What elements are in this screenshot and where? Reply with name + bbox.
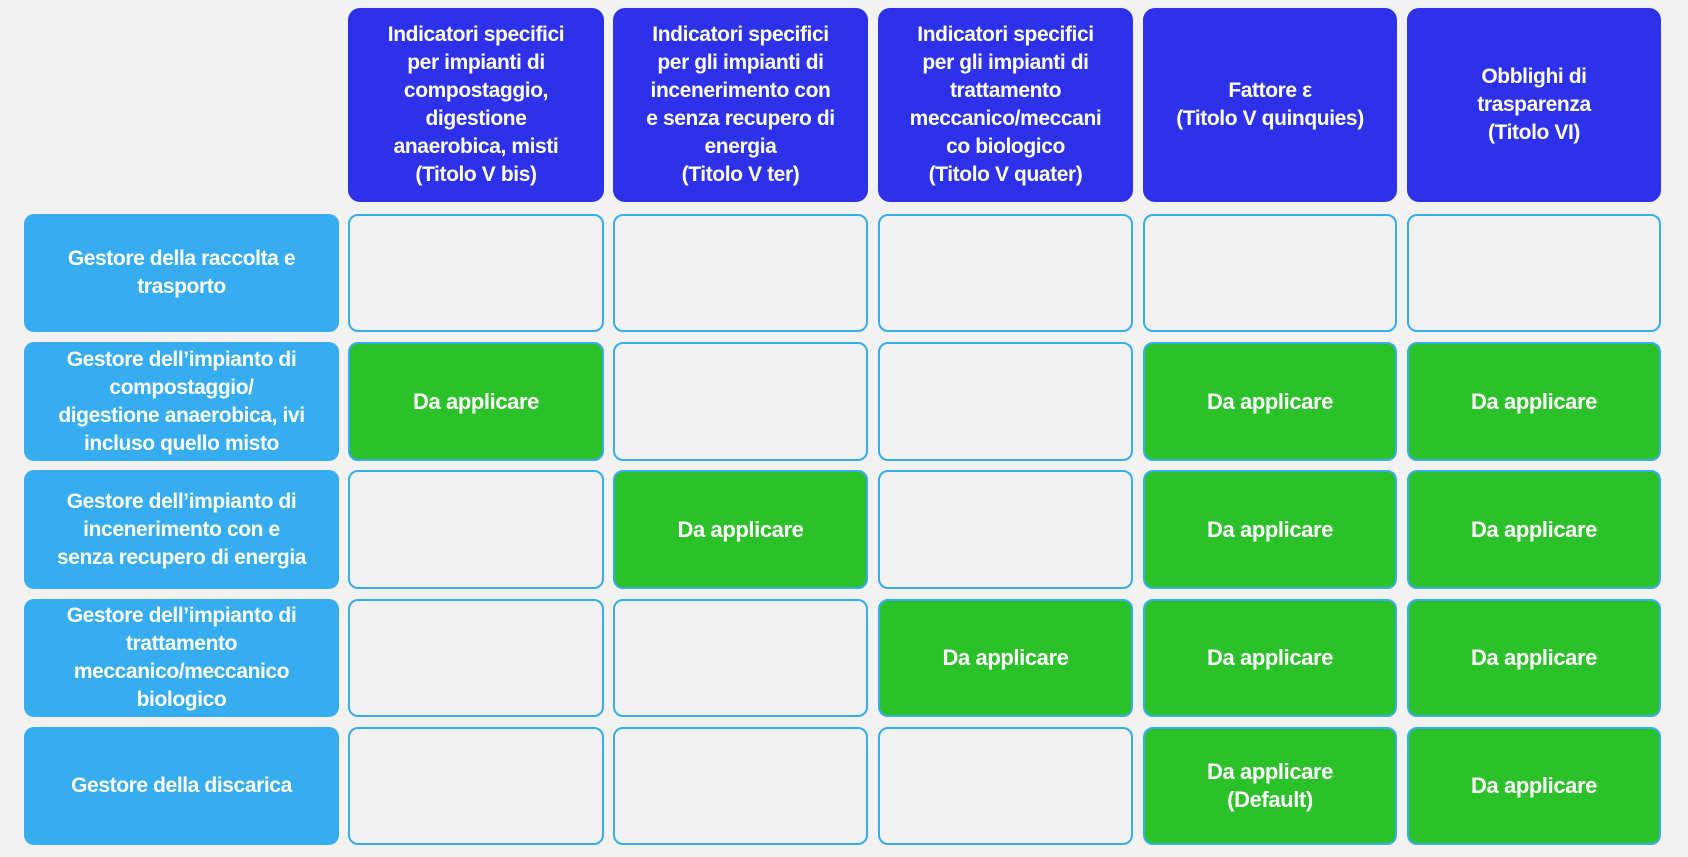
- cell-empty: [878, 470, 1133, 589]
- row-header: Gestore dell’impianto di trattamento mec…: [24, 599, 339, 717]
- cell-empty: [1407, 214, 1661, 332]
- cell-empty: [348, 214, 604, 332]
- cell-applicable: Da applicare: [1407, 342, 1661, 461]
- cell-empty: [878, 342, 1133, 461]
- column-header: Indicatori specifici per gli impianti di…: [613, 8, 868, 202]
- column-header: Indicatori specifici per gli impianti di…: [878, 8, 1133, 202]
- row-header: Gestore dell’impianto di incenerimento c…: [24, 470, 339, 589]
- cell-empty: [878, 727, 1133, 845]
- cell-empty: [348, 470, 604, 589]
- cell-empty: [878, 214, 1133, 332]
- cell-empty: [1143, 214, 1397, 332]
- cell-empty: [613, 727, 868, 845]
- cell-applicable: Da applicare (Default): [1143, 727, 1397, 845]
- cell-applicable: Da applicare: [348, 342, 604, 461]
- cell-empty: [348, 599, 604, 717]
- row-header: Gestore dell’impianto di compostaggio/ d…: [24, 342, 339, 461]
- cell-applicable: Da applicare: [613, 470, 868, 589]
- cell-empty: [613, 342, 868, 461]
- cell-applicable: Da applicare: [1143, 599, 1397, 717]
- column-header: Fattore ε (Titolo V quinquies): [1143, 8, 1397, 202]
- cell-applicable: Da applicare: [1407, 470, 1661, 589]
- cell-empty: [348, 727, 604, 845]
- cell-empty: [613, 214, 868, 332]
- cell-applicable: Da applicare: [878, 599, 1133, 717]
- column-header: Obblighi di trasparenza (Titolo VI): [1407, 8, 1661, 202]
- cell-applicable: Da applicare: [1407, 727, 1661, 845]
- cell-applicable: Da applicare: [1143, 342, 1397, 461]
- cell-applicable: Da applicare: [1143, 470, 1397, 589]
- cell-applicable: Da applicare: [1407, 599, 1661, 717]
- column-header: Indicatori specifici per impianti di com…: [348, 8, 604, 202]
- cell-empty: [613, 599, 868, 717]
- row-header: Gestore della discarica: [24, 727, 339, 845]
- row-header: Gestore della raccolta e trasporto: [24, 214, 339, 332]
